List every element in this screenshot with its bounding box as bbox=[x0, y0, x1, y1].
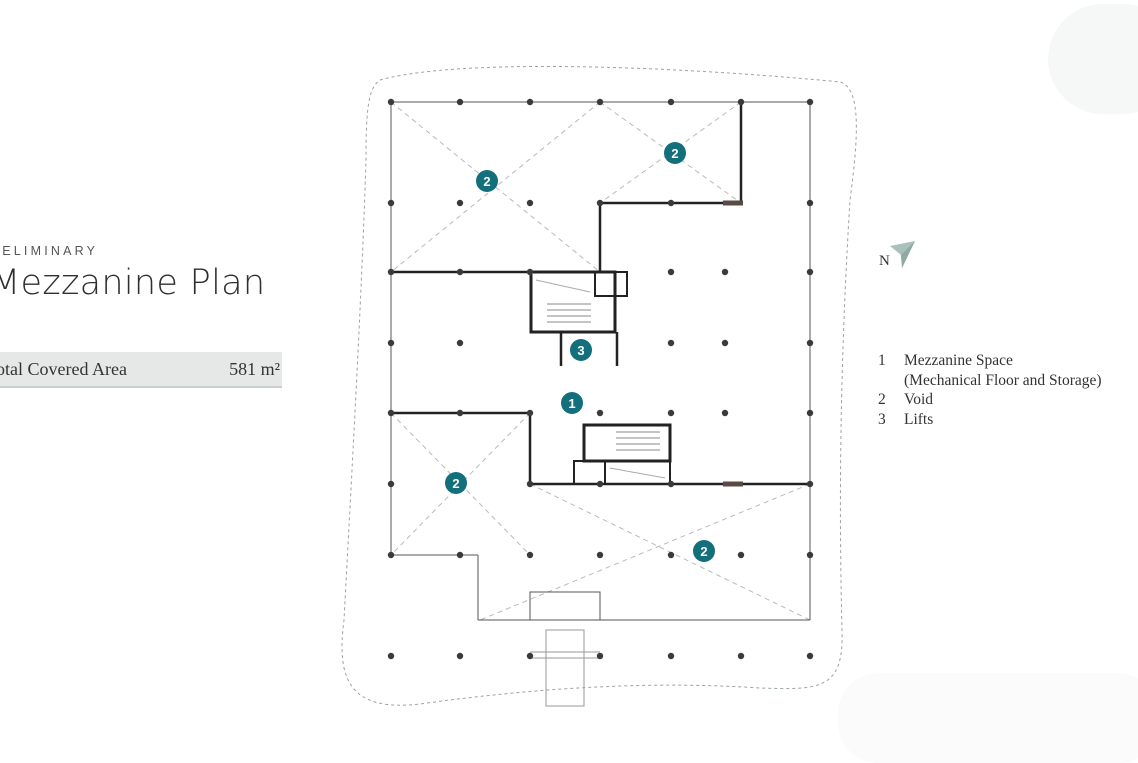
title-block: RELIMINARY Mezzanine Plan bbox=[0, 244, 265, 303]
void-diagonals bbox=[390, 101, 811, 621]
marker-label: 1 bbox=[568, 396, 575, 411]
legend-number: 3 bbox=[878, 410, 886, 428]
stair-treads bbox=[535, 279, 666, 479]
marker-void: 2 bbox=[476, 170, 498, 192]
eyebrow-label: RELIMINARY bbox=[0, 244, 99, 258]
area-value: 581 m² bbox=[229, 359, 280, 379]
marker-label: 3 bbox=[577, 343, 584, 358]
marker-void: 2 bbox=[445, 472, 467, 494]
legend: 1 Mezzanine Space (Mechanical Floor and … bbox=[878, 351, 1102, 429]
page-title: Mezzanine Plan bbox=[0, 263, 266, 303]
north-label: N bbox=[879, 253, 890, 269]
background-shade bbox=[1048, 4, 1138, 114]
mezzanine-walls bbox=[391, 102, 810, 486]
marker-lifts: 3 bbox=[570, 339, 592, 361]
legend-item: 3 Lifts bbox=[878, 410, 1102, 430]
legend-item: 2 Void bbox=[878, 390, 1102, 410]
marker-label: 2 bbox=[700, 544, 707, 559]
marker-label: 2 bbox=[483, 174, 490, 189]
floor-plan: 2 2 3 1 2 2 bbox=[341, 65, 857, 707]
marker-label: 2 bbox=[452, 476, 459, 491]
legend-text: Mezzanine Space bbox=[904, 352, 1013, 369]
area-label: otal Covered Area bbox=[0, 359, 127, 379]
legend-number: 2 bbox=[878, 391, 886, 408]
tower-outline bbox=[390, 101, 811, 707]
legend-text: Lifts bbox=[904, 410, 934, 428]
legend-text: Void bbox=[904, 391, 934, 408]
marker-void: 2 bbox=[693, 540, 715, 562]
marker-label: 2 bbox=[671, 146, 678, 161]
north-arrow-icon bbox=[890, 241, 915, 268]
marker-void: 2 bbox=[664, 142, 686, 164]
plan-markers: 2 2 3 1 2 2 bbox=[445, 142, 715, 562]
legend-number: 1 bbox=[878, 352, 886, 369]
legend-subtext: (Mechanical Floor and Storage) bbox=[904, 371, 1102, 389]
columns bbox=[387, 98, 814, 660]
marker-mezzanine: 1 bbox=[561, 392, 583, 414]
site-boundary bbox=[341, 65, 857, 706]
legend-item: 1 Mezzanine Space bbox=[878, 351, 1102, 371]
area-summary: otal Covered Area 581 m² bbox=[0, 352, 282, 388]
